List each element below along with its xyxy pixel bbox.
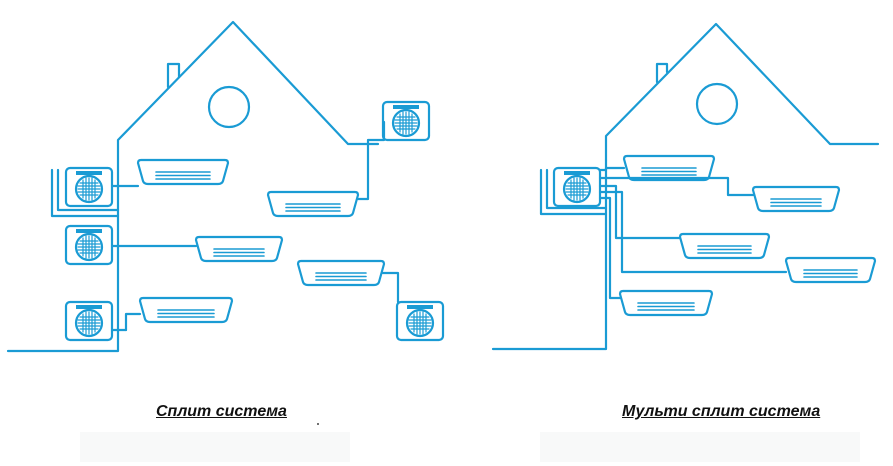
split-system-diagram [6,20,445,353]
outdoor-unit-icon [64,166,114,208]
house-outline-left [6,20,380,353]
indoor-unit-icon [622,154,716,182]
indoor-unit-icon [751,185,841,213]
dot-mark [317,423,319,425]
indoor-unit-icon [296,259,386,287]
multi-split-system-diagram [491,22,880,351]
indoor-unit-icon [138,296,234,324]
house-outline-right [491,22,880,351]
multi-split-system-caption: Мульти сплит система [622,403,821,420]
refrigerant-pipes-left [50,120,400,332]
indoor-unit-icon [136,158,230,186]
indoor-unit-icon [678,232,771,260]
background-shade-left [80,432,350,462]
background-shade-right [540,432,860,462]
outdoor-unit-icon [381,100,431,142]
indoor-unit-icon [618,289,714,317]
outdoor-unit-icon [64,224,114,266]
refrigerant-pipes-right [539,166,788,300]
indoor-unit-icon [266,190,360,218]
outdoor-unit-icon [64,300,114,342]
split-system-caption: Сплит система [156,403,287,420]
indoor-unit-icon [194,235,284,263]
outdoor-unit-icon [552,166,602,208]
outdoor-unit-icon [395,300,445,342]
indoor-unit-icon [784,256,877,284]
